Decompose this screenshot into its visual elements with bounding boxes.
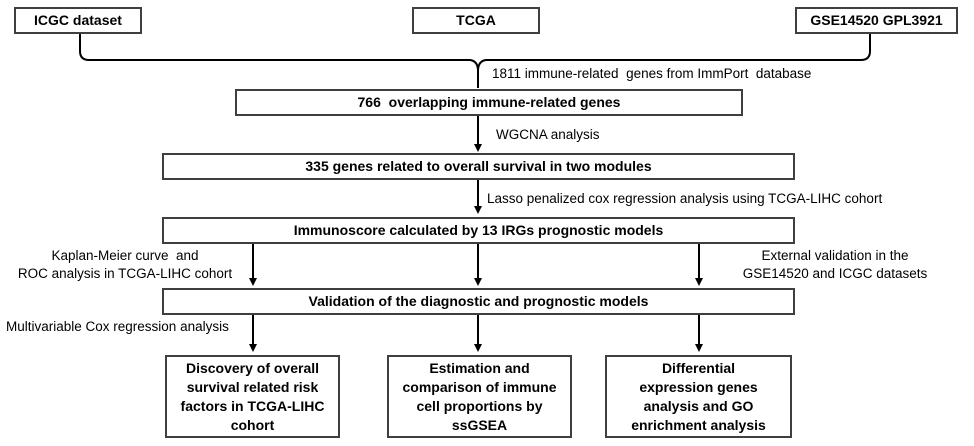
box-overlapping-genes: 766 overlapping immune-related genes xyxy=(235,89,743,116)
box-icgc-dataset: ICGC dataset xyxy=(14,7,142,34)
box-differential-expression-go: Differential expression genes analysis a… xyxy=(605,355,792,438)
label-wgcna-analysis: WGCNA analysis xyxy=(496,127,600,142)
label-external-validation: External validation in the GSE14520 and … xyxy=(742,248,928,281)
box-validation-models: Validation of the diagnostic and prognos… xyxy=(162,288,795,315)
box-ssgsea-estimation: Estimation and comparison of immune cell… xyxy=(387,355,572,438)
label-lasso-regression: Lasso penalized cox regression analysis … xyxy=(487,191,883,206)
box-immunoscore-models: Immunoscore calculated by 13 IRGs progno… xyxy=(162,217,795,244)
box-discovery-risk-factors: Discovery of overall survival related ri… xyxy=(165,355,340,438)
label-immport-genes: 1811 immune-related genes from ImmPort d… xyxy=(492,66,812,81)
box-survival-genes: 335 genes related to overall survival in… xyxy=(162,153,795,180)
box-gse14520-gpl3921: GSE14520 GPL3921 xyxy=(795,7,958,34)
box-tcga: TCGA xyxy=(412,7,540,34)
label-kaplan-meier-roc: Kaplan-Meier curve and ROC analysis in T… xyxy=(17,248,233,281)
label-multivariable-cox: Multivariable Cox regression analysis xyxy=(6,319,229,334)
